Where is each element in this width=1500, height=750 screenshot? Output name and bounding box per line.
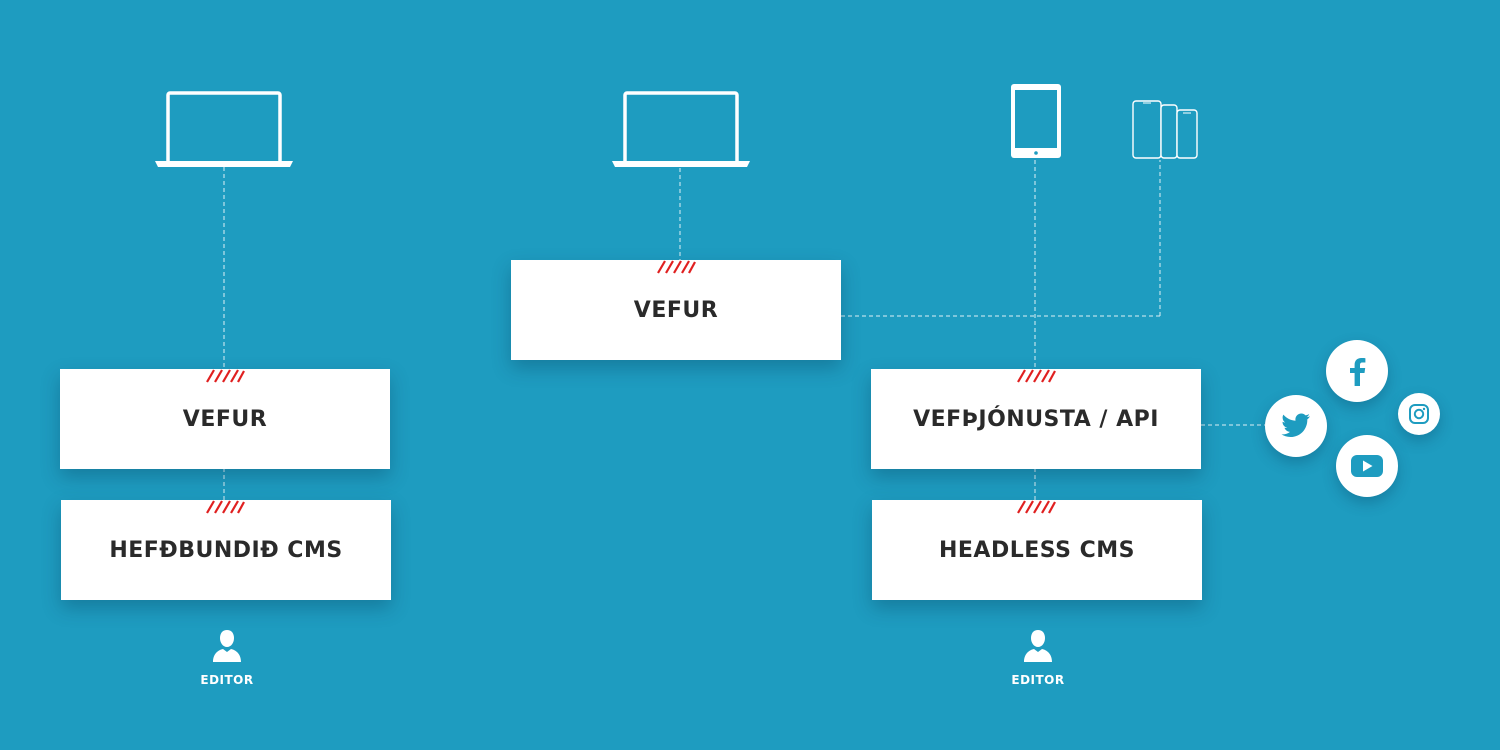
youtube-icon (1351, 455, 1383, 477)
hatch-mark (206, 500, 245, 514)
hatch-mark (206, 369, 245, 383)
laptop-icon (155, 91, 293, 167)
youtube-circle (1336, 435, 1398, 497)
editor-label-right: EDITOR (1011, 673, 1065, 687)
headless-cms-label: HEADLESS CMS (938, 537, 1136, 563)
laptop-icon (612, 91, 750, 167)
user-icon (1024, 630, 1052, 662)
cms-label-left: HEFÐBUNDIÐ CMS (109, 537, 343, 563)
api-box: VEFÞJÓNUSTA / API (871, 369, 1201, 469)
hatch-mark (1017, 500, 1056, 514)
instagram-circle (1398, 393, 1440, 435)
facebook-circle (1326, 340, 1388, 402)
api-label: VEFÞJÓNUSTA / API (913, 406, 1159, 432)
phones-icon (1132, 100, 1198, 159)
editor-left: EDITOR (187, 628, 267, 687)
user-icon (213, 630, 241, 662)
hatch-mark (657, 260, 696, 274)
twitter-icon (1281, 413, 1310, 437)
vefur-box-left: VEFUR (60, 369, 390, 469)
headless-cms-box: HEADLESS CMS (872, 500, 1202, 600)
tablet-icon (1011, 84, 1061, 158)
instagram-icon (1409, 404, 1429, 424)
hatch-mark (1017, 369, 1056, 383)
vefur-box-middle: VEFUR (511, 260, 841, 360)
vefur-label-middle: VEFUR (633, 297, 719, 323)
editor-label-left: EDITOR (200, 673, 254, 687)
twitter-circle (1265, 395, 1327, 457)
cms-box-left: HEFÐBUNDIÐ CMS (61, 500, 391, 600)
vefur-label-left: VEFUR (182, 406, 268, 432)
editor-right: EDITOR (998, 628, 1078, 687)
facebook-icon (1350, 358, 1366, 386)
